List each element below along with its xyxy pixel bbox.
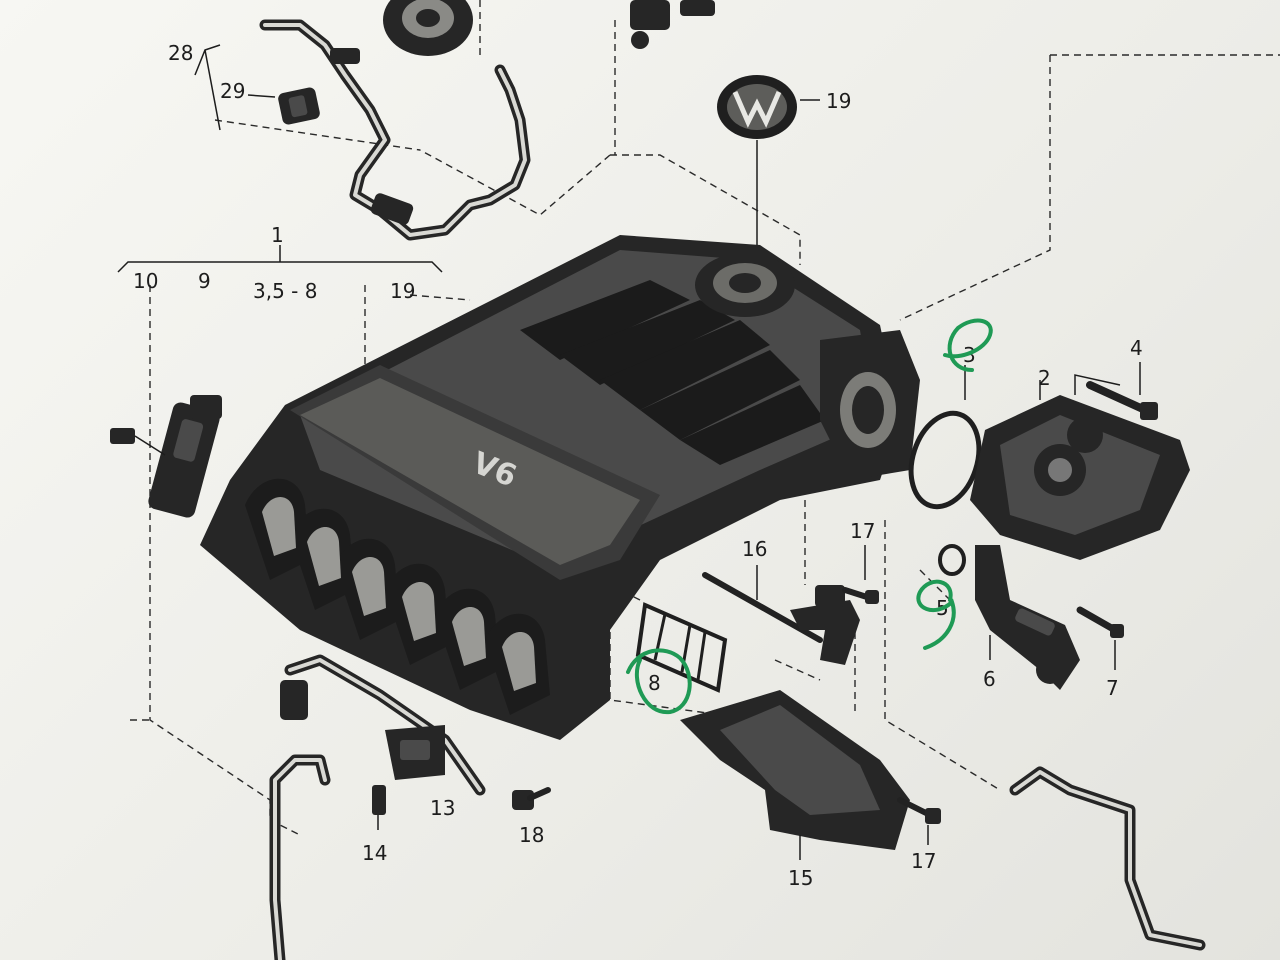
green-annotations: e 9 — [626, 318, 993, 715]
label-4: 4 — [1130, 336, 1143, 360]
green-circle-8 — [626, 648, 692, 715]
bolt-part-14 — [372, 785, 386, 815]
intake-manifold — [200, 235, 920, 740]
label-16: 16 — [742, 537, 767, 561]
label-14: 14 — [362, 841, 387, 865]
bolt-part-17-lower — [897, 797, 941, 824]
small-connectors-top — [630, 0, 715, 49]
label-9: 9 — [198, 269, 211, 293]
label-17-upper: 17 — [850, 519, 875, 543]
throttle-body-2 — [970, 395, 1190, 560]
bolt-part-4 — [1086, 381, 1158, 420]
label-15: 15 — [788, 866, 813, 890]
label-1: 1 — [271, 223, 284, 247]
bolt-part-7 — [1076, 606, 1124, 638]
part-labels: 1 2 3 4 5 6 7 8 9 10 13 14 15 16 17 17 1… — [133, 41, 1143, 890]
bolt-part-17-upper — [842, 587, 879, 604]
fuel-rail-part-13 — [385, 725, 445, 780]
cover-part-15 — [680, 690, 910, 850]
lower-hose-right — [1009, 766, 1206, 951]
label-18: 18 — [519, 823, 544, 847]
label-28: 28 — [168, 41, 193, 65]
sensor-part-9 — [110, 395, 222, 518]
o-ring-5 — [938, 544, 966, 576]
sensor-part-6 — [975, 545, 1080, 690]
green-mark-3 — [943, 318, 993, 372]
label-3-5-8: 3,5 - 8 — [253, 279, 317, 303]
label-2: 2 — [1038, 366, 1051, 390]
label-13: 13 — [430, 796, 455, 820]
bracket-part-16 — [702, 572, 860, 665]
vw-emblem — [717, 75, 797, 139]
lower-hose-left — [269, 654, 486, 960]
label-6: 6 — [983, 667, 996, 691]
label-7: 7 — [1106, 676, 1119, 700]
label-19-emblem: 19 — [826, 89, 851, 113]
label-8: 8 — [648, 671, 661, 695]
vacuum-hose-assembly — [259, 19, 531, 241]
label-17-lower: 17 — [911, 849, 936, 873]
green-mark-9 — [916, 579, 956, 650]
gasket-ring-3 — [908, 410, 982, 510]
label-10: 10 — [133, 269, 158, 293]
bolt-part-18 — [512, 787, 551, 810]
pipe-fitting-top — [383, 0, 473, 56]
label-19: 19 — [390, 279, 415, 303]
label-29: 29 — [220, 79, 245, 103]
